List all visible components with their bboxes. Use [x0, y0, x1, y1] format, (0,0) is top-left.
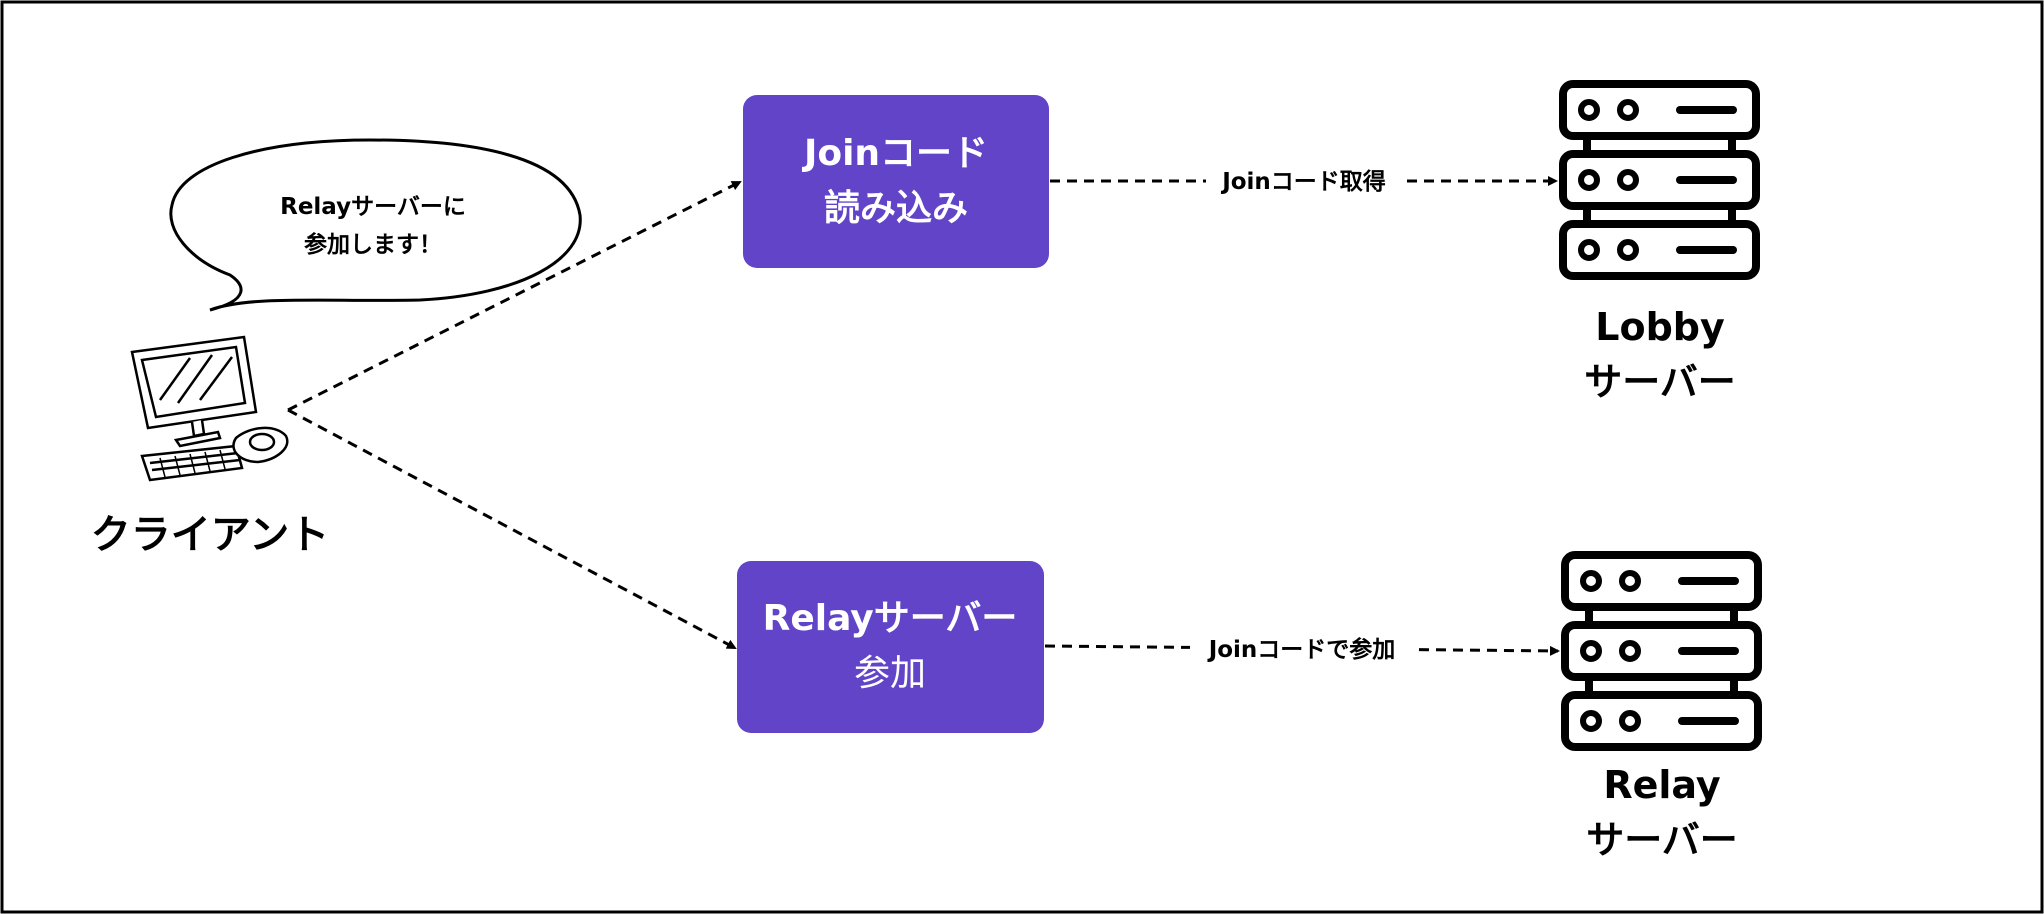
join-code-read-line2: 読み込み [824, 188, 968, 229]
server-rack-icon [1559, 80, 1760, 280]
relay-server-join-line2: 参加 [854, 653, 926, 694]
edge-label-to-lobby: Joinコード取得 [1220, 168, 1386, 195]
lobby-server-label-line1: Lobby [1595, 305, 1725, 349]
relay-server-join-box: Relayサーバー 参加 [737, 561, 1044, 733]
relay-server-label-line2: サーバー [1586, 818, 1738, 862]
client-label: クライアント [91, 512, 329, 558]
speech-bubble: Relayサーバーに 参加します！ [169, 138, 582, 312]
speech-bubble-line2: 参加します！ [304, 231, 442, 258]
server-rack-icon [1561, 551, 1762, 751]
join-code-read-line1: Joinコード [801, 133, 988, 174]
speech-bubble-line1: Relayサーバーに [280, 194, 466, 220]
join-code-read-box: Joinコード 読み込み [743, 95, 1049, 268]
relay-server-label-line1: Relay [1603, 763, 1721, 807]
relay-server-join-line1: Relayサーバー [763, 598, 1018, 639]
lobby-server-label-line2: サーバー [1584, 360, 1736, 404]
edge-label-to-relay: Joinコードで参加 [1207, 636, 1396, 663]
desktop-computer-icon [130, 335, 289, 482]
